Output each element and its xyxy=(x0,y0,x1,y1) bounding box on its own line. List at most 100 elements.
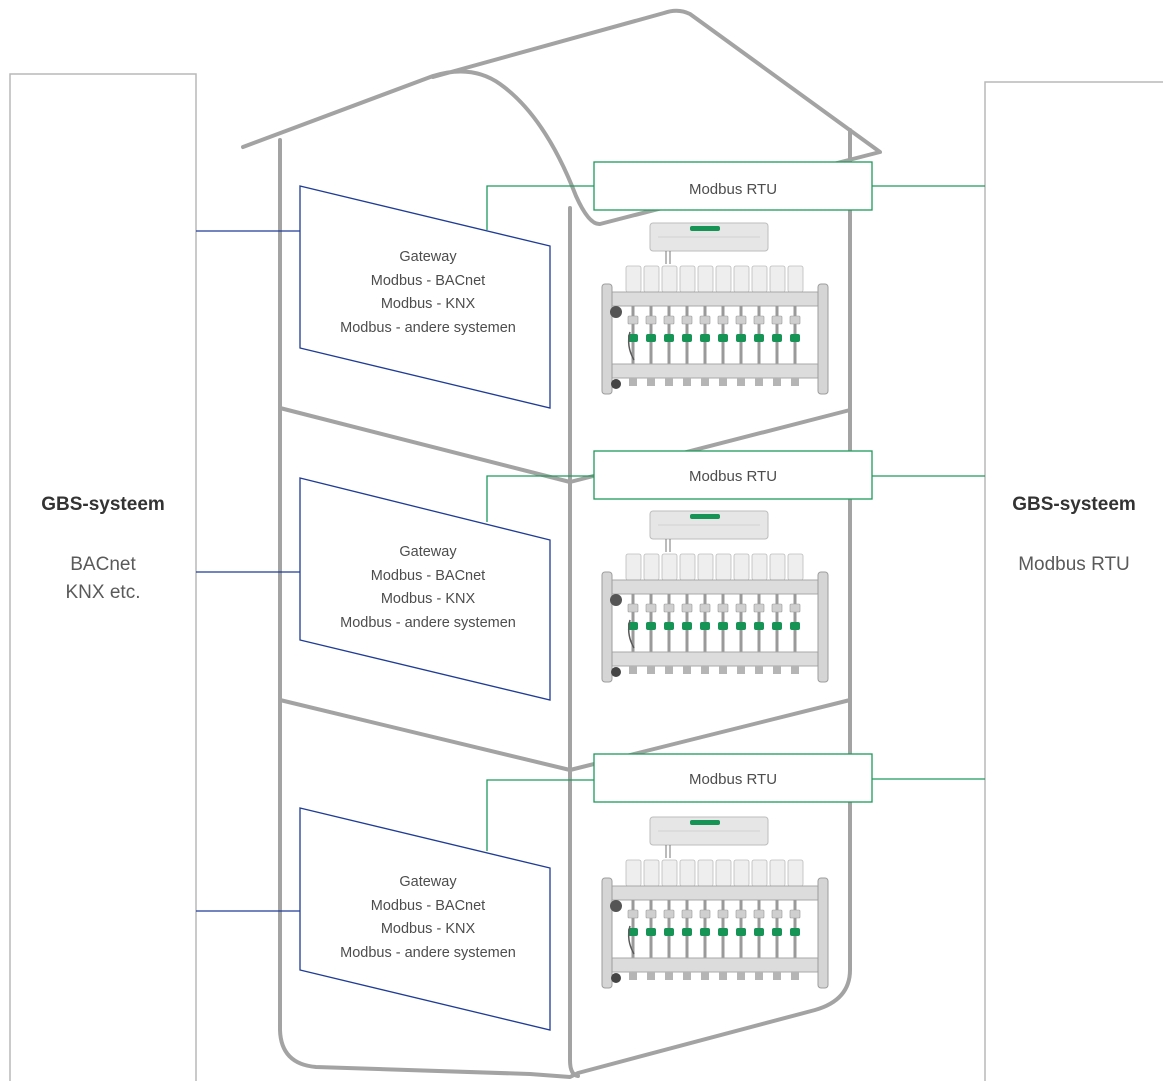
return-nozzle xyxy=(683,378,691,386)
gateway-line: Gateway xyxy=(399,544,457,560)
supply-manifold-bar xyxy=(609,291,821,307)
left-gbs-subtitle-line: KNX etc. xyxy=(65,582,141,603)
supply-manifold-bar xyxy=(609,579,821,595)
return-manifold-bar xyxy=(609,651,821,667)
return-nozzle xyxy=(665,972,673,980)
flow-valve xyxy=(790,334,800,342)
modbus-rtu-label-floor-2: Modbus RTU xyxy=(688,468,778,485)
modbus-rtu-box xyxy=(593,450,873,500)
flow-valve xyxy=(736,622,746,630)
return-nozzle xyxy=(755,378,763,386)
manifold-end-right xyxy=(817,283,829,395)
return-nozzle xyxy=(647,666,655,674)
pipe-fitting xyxy=(627,315,639,325)
actuator-head xyxy=(643,553,660,581)
gateway-line: Gateway xyxy=(399,874,457,890)
floor-1-group xyxy=(196,161,985,409)
flow-valve xyxy=(646,334,656,342)
flow-valve xyxy=(682,334,692,342)
pipe-fitting xyxy=(735,315,747,325)
return-nozzle xyxy=(719,378,727,386)
return-nozzle xyxy=(791,972,799,980)
pipe-fitting xyxy=(753,315,765,325)
floor-3-group xyxy=(196,753,985,1031)
actuator-head xyxy=(697,265,714,293)
pipe-fitting xyxy=(717,315,729,325)
actuator-head xyxy=(751,265,768,293)
modbus-link-line xyxy=(486,779,594,851)
pipe-fitting xyxy=(627,909,639,919)
right-gbs-subtitle-line: Modbus RTU xyxy=(1018,554,1130,575)
left-gbs-title: GBS-systeem xyxy=(41,494,165,515)
actuator-head xyxy=(697,859,714,887)
gateway-line: Modbus - andere systemen xyxy=(340,319,516,336)
gateway-line: Modbus - KNX xyxy=(380,591,476,607)
return-nozzle xyxy=(737,972,745,980)
flow-valve xyxy=(664,334,674,342)
gateway-box xyxy=(299,477,551,701)
pipe-fitting xyxy=(771,909,783,919)
return-nozzle xyxy=(791,378,799,386)
return-nozzle xyxy=(647,378,655,386)
pipe-fitting xyxy=(645,603,657,613)
controller-badge xyxy=(690,226,720,231)
pipe-fitting xyxy=(717,603,729,613)
supply-manifold-bar xyxy=(609,885,821,901)
gateway-line: Modbus - BACnet xyxy=(370,272,486,289)
return-nozzle xyxy=(647,972,655,980)
actuator-head xyxy=(661,859,678,887)
house-roof xyxy=(241,8,882,226)
actuator-head xyxy=(769,859,786,887)
pipe-fitting xyxy=(735,603,747,613)
gateway-line: Modbus - KNX xyxy=(380,921,476,937)
pipe-fitting xyxy=(699,603,711,613)
sensor-cable xyxy=(627,925,635,955)
manifold-controller-icon xyxy=(601,816,829,989)
flow-valve xyxy=(772,622,782,630)
actuator-head xyxy=(625,859,642,887)
flow-valve xyxy=(628,622,638,630)
actuator-head xyxy=(769,553,786,581)
modbus-rtu-box xyxy=(593,161,873,211)
pump-fitting xyxy=(610,900,622,912)
manifold-end-right xyxy=(817,877,829,989)
house-outline xyxy=(278,128,852,1079)
flow-valve xyxy=(718,928,728,936)
gateway-line: Gateway xyxy=(399,249,457,265)
actuator-head xyxy=(643,265,660,293)
sensor-cable xyxy=(627,619,635,649)
drain-fitting xyxy=(611,973,621,983)
pipe-fitting xyxy=(645,909,657,919)
flow-valve xyxy=(682,622,692,630)
flow-valve xyxy=(700,928,710,936)
flow-valve xyxy=(718,622,728,630)
flow-valve xyxy=(700,622,710,630)
flow-valve xyxy=(754,334,764,342)
actuator-head xyxy=(769,265,786,293)
return-nozzle xyxy=(629,666,637,674)
return-manifold-bar xyxy=(609,363,821,379)
manifold-end-left xyxy=(601,283,613,395)
flow-valve xyxy=(646,622,656,630)
manifold-end-left xyxy=(601,877,613,989)
actuator-head xyxy=(751,859,768,887)
pump-fitting xyxy=(610,594,622,606)
return-nozzle xyxy=(665,666,673,674)
gateway-label-floor-3: Gateway Modbus - BACnet Modbus - KNX Mod… xyxy=(300,871,556,965)
pipe-fitting xyxy=(663,909,675,919)
return-nozzle xyxy=(773,666,781,674)
left-gbs-subtitle-line: BACnet xyxy=(70,554,136,575)
flow-valve xyxy=(628,928,638,936)
left-gbs-panel xyxy=(9,73,197,1081)
gateway-line: Modbus - BACnet xyxy=(370,897,486,914)
flow-valve xyxy=(664,622,674,630)
pipe-fitting xyxy=(645,315,657,325)
return-nozzle xyxy=(665,378,673,386)
actuator-head xyxy=(733,553,750,581)
left-gbs-subtitle: BACnet KNX etc. xyxy=(10,551,196,607)
pipe-fitting xyxy=(663,315,675,325)
actuator-head xyxy=(661,553,678,581)
actuator-head xyxy=(787,553,804,581)
gateway-line: Modbus - andere systemen xyxy=(340,614,516,631)
